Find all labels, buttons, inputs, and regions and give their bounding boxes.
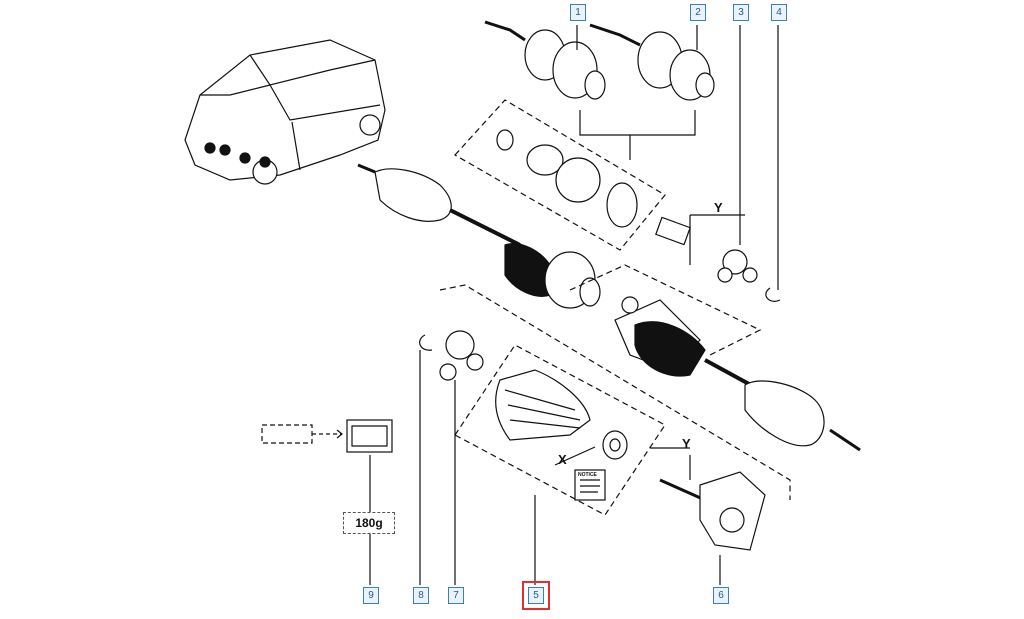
car-illustration <box>184 39 386 185</box>
grease-quantity-label: 180g <box>343 512 395 534</box>
callout-6[interactable]: 6 <box>713 587 729 604</box>
callout-2[interactable]: 2 <box>690 4 706 21</box>
callout-4[interactable]: 4 <box>771 4 787 21</box>
callout-9[interactable]: 9 <box>363 587 379 604</box>
callout-8[interactable]: 8 <box>413 587 429 604</box>
joint-part-2 <box>589 23 715 101</box>
callout-1[interactable]: 1 <box>570 4 586 21</box>
right-driveshaft <box>614 296 861 452</box>
callout-7[interactable]: 7 <box>448 587 464 604</box>
notice-booklet-label: NOTICE <box>578 472 597 478</box>
callout-3[interactable]: 3 <box>733 4 749 21</box>
x-dimension-mark: X <box>558 452 567 467</box>
y-dimension-mark-lower: Y <box>682 436 691 451</box>
joint-part-1 <box>484 20 606 100</box>
y-dimension-mark-upper: Y <box>714 200 723 215</box>
boot-part-5 <box>495 369 628 501</box>
flange-part-6 <box>659 471 766 551</box>
callout-5[interactable]: 5 <box>522 581 550 610</box>
upper-driveshaft <box>357 163 601 309</box>
